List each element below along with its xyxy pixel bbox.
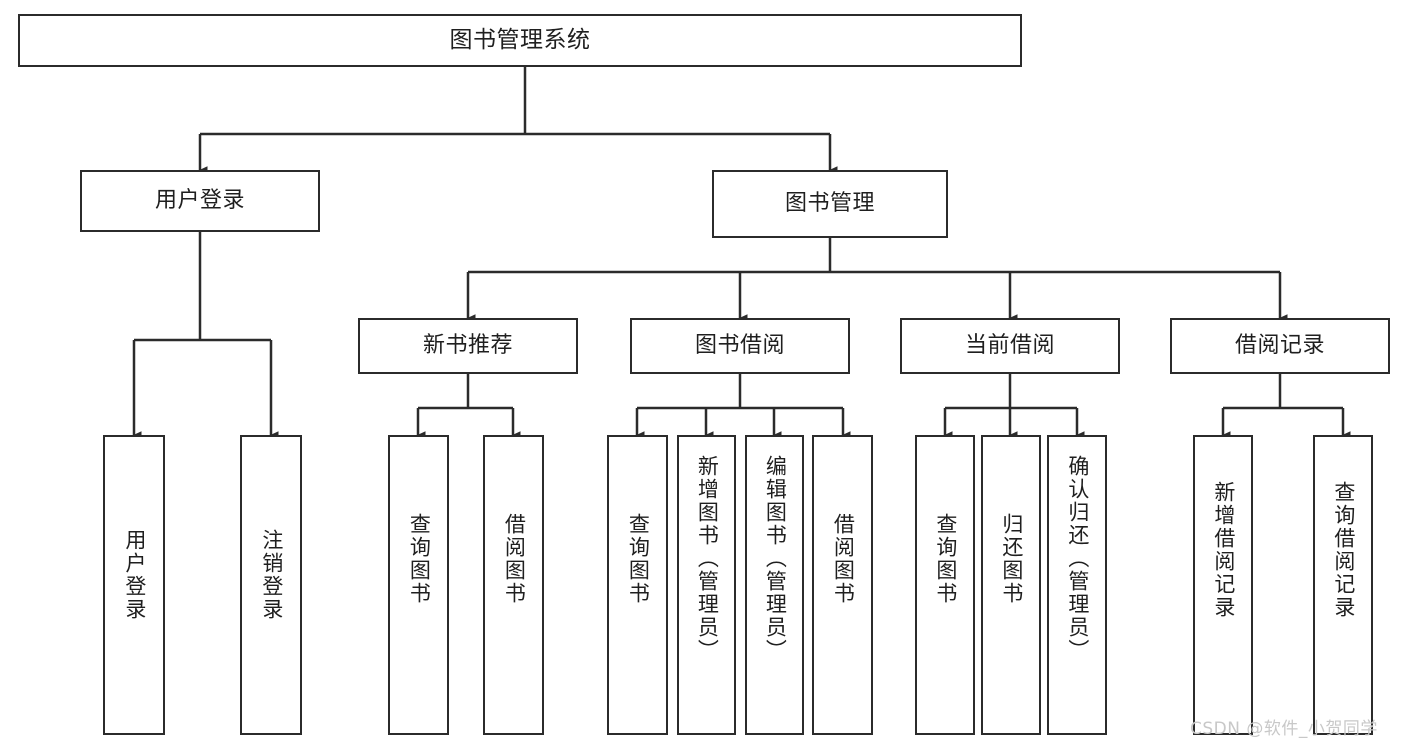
- leaf-current-return-book[interactable]: 归还图书: [981, 435, 1041, 735]
- node-root-library-system[interactable]: 图书管理系统: [18, 14, 1022, 67]
- leaf-borrow-query-book[interactable]: 查询图书: [607, 435, 668, 735]
- leaf-user-login-login[interactable]: 用户登录: [103, 435, 165, 735]
- node-book-management[interactable]: 图书管理: [712, 170, 948, 238]
- node-borrow-record[interactable]: 借阅记录: [1170, 318, 1390, 374]
- leaf-borrow-edit-book-admin[interactable]: 编辑图书（管理员）: [745, 435, 804, 735]
- node-book-borrow[interactable]: 图书借阅: [630, 318, 850, 374]
- leaf-record-add-borrow-record[interactable]: 新增借阅记录: [1193, 435, 1253, 735]
- leaf-record-query-borrow-record[interactable]: 查询借阅记录: [1313, 435, 1373, 735]
- leaf-current-query-book[interactable]: 查询图书: [915, 435, 975, 735]
- watermark-text: CSDN @软件_小贺同学: [1190, 719, 1378, 739]
- leaf-current-confirm-return-admin[interactable]: 确认归还（管理员）: [1047, 435, 1107, 735]
- leaf-new-book-borrow-book[interactable]: 借阅图书: [483, 435, 544, 735]
- node-new-book-recommend[interactable]: 新书推荐: [358, 318, 578, 374]
- leaf-user-login-logout[interactable]: 注销登录: [240, 435, 302, 735]
- leaf-borrow-borrow-book[interactable]: 借阅图书: [812, 435, 873, 735]
- leaf-borrow-add-book-admin[interactable]: 新增图书（管理员）: [677, 435, 736, 735]
- leaf-new-book-query-book[interactable]: 查询图书: [388, 435, 449, 735]
- node-user-login[interactable]: 用户登录: [80, 170, 320, 232]
- node-current-borrow[interactable]: 当前借阅: [900, 318, 1120, 374]
